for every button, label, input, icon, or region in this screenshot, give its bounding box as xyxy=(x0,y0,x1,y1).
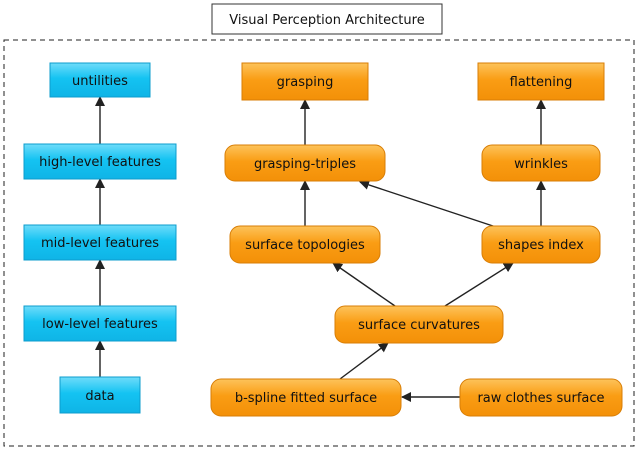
node-raw-clothes-surface-label: raw clothes surface xyxy=(477,391,604,406)
node-flattening: flattening xyxy=(477,62,605,101)
node-grasping-label: grasping xyxy=(277,75,334,90)
node-surface-topologies-label: surface topologies xyxy=(245,238,365,253)
edge-bspline-to-curvatures xyxy=(339,342,389,380)
node-data-label: data xyxy=(85,389,114,404)
node-wrinkles-label: wrinkles xyxy=(514,157,568,172)
node-high-level-features: high-level features xyxy=(23,143,177,180)
node-high-level-features-label: high-level features xyxy=(39,155,161,170)
node-surface-curvatures-label: surface curvatures xyxy=(358,318,480,333)
edge-curvatures-to-topologies xyxy=(332,262,396,307)
node-grasping-triples-label: grasping-triples xyxy=(254,157,356,172)
node-low-level-features-label: low-level features xyxy=(42,317,158,332)
edge-shapes-to-grasping-triples xyxy=(359,180,497,228)
node-utilities-label: untilities xyxy=(72,74,128,89)
node-bspline-fitted-surface: b-spline fitted surface xyxy=(210,378,402,417)
node-low-level-features: low-level features xyxy=(23,305,177,342)
node-surface-topologies: surface topologies xyxy=(229,225,381,264)
node-utilities: untilities xyxy=(49,62,151,98)
diagram-title: Visual Perception Architecture xyxy=(229,13,424,28)
feature-hierarchy-column: untilities high-level features mid-level… xyxy=(23,62,177,414)
node-surface-curvatures: surface curvatures xyxy=(334,305,504,344)
title-box xyxy=(211,3,443,35)
node-shapes-index: shapes index xyxy=(481,225,601,264)
node-mid-level-features: mid-level features xyxy=(23,224,177,261)
node-grasping: grasping xyxy=(241,62,369,101)
clothes-pipeline: grasping flattening grasping-triples wri… xyxy=(210,62,623,417)
node-mid-level-features-label: mid-level features xyxy=(41,236,159,251)
node-bspline-fitted-surface-label: b-spline fitted surface xyxy=(235,391,377,406)
diagram-frame xyxy=(3,39,635,447)
node-grasping-triples: grasping-triples xyxy=(224,144,386,182)
node-data: data xyxy=(59,376,141,414)
edges-group xyxy=(95,96,546,402)
node-shapes-index-label: shapes index xyxy=(498,238,584,253)
node-wrinkles: wrinkles xyxy=(481,144,601,182)
node-raw-clothes-surface: raw clothes surface xyxy=(459,378,623,417)
node-flattening-label: flattening xyxy=(510,75,573,90)
edge-curvatures-to-shapes xyxy=(444,262,514,307)
